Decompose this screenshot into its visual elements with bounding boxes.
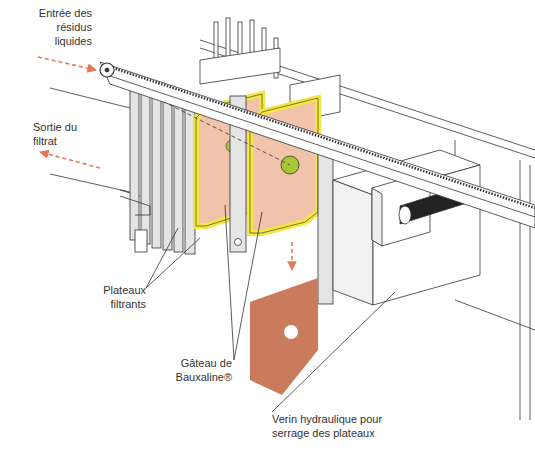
filter-plates	[130, 90, 195, 254]
pipes	[50, 88, 150, 252]
flow-arrows	[38, 57, 292, 270]
callout-label: Entrée des résidus liquides	[30, 6, 92, 48]
leader-lines	[146, 205, 395, 412]
callout-label: Plateaux filtrants	[90, 283, 146, 311]
callout-label: Sortie du filtrat	[33, 120, 79, 148]
callout-label: Verin hydraulique pour serrage des plate…	[272, 412, 422, 440]
belt-beam	[100, 62, 535, 228]
movable-plate	[318, 146, 333, 304]
callout-label: Gâteau de Bauxaline®	[166, 356, 232, 384]
